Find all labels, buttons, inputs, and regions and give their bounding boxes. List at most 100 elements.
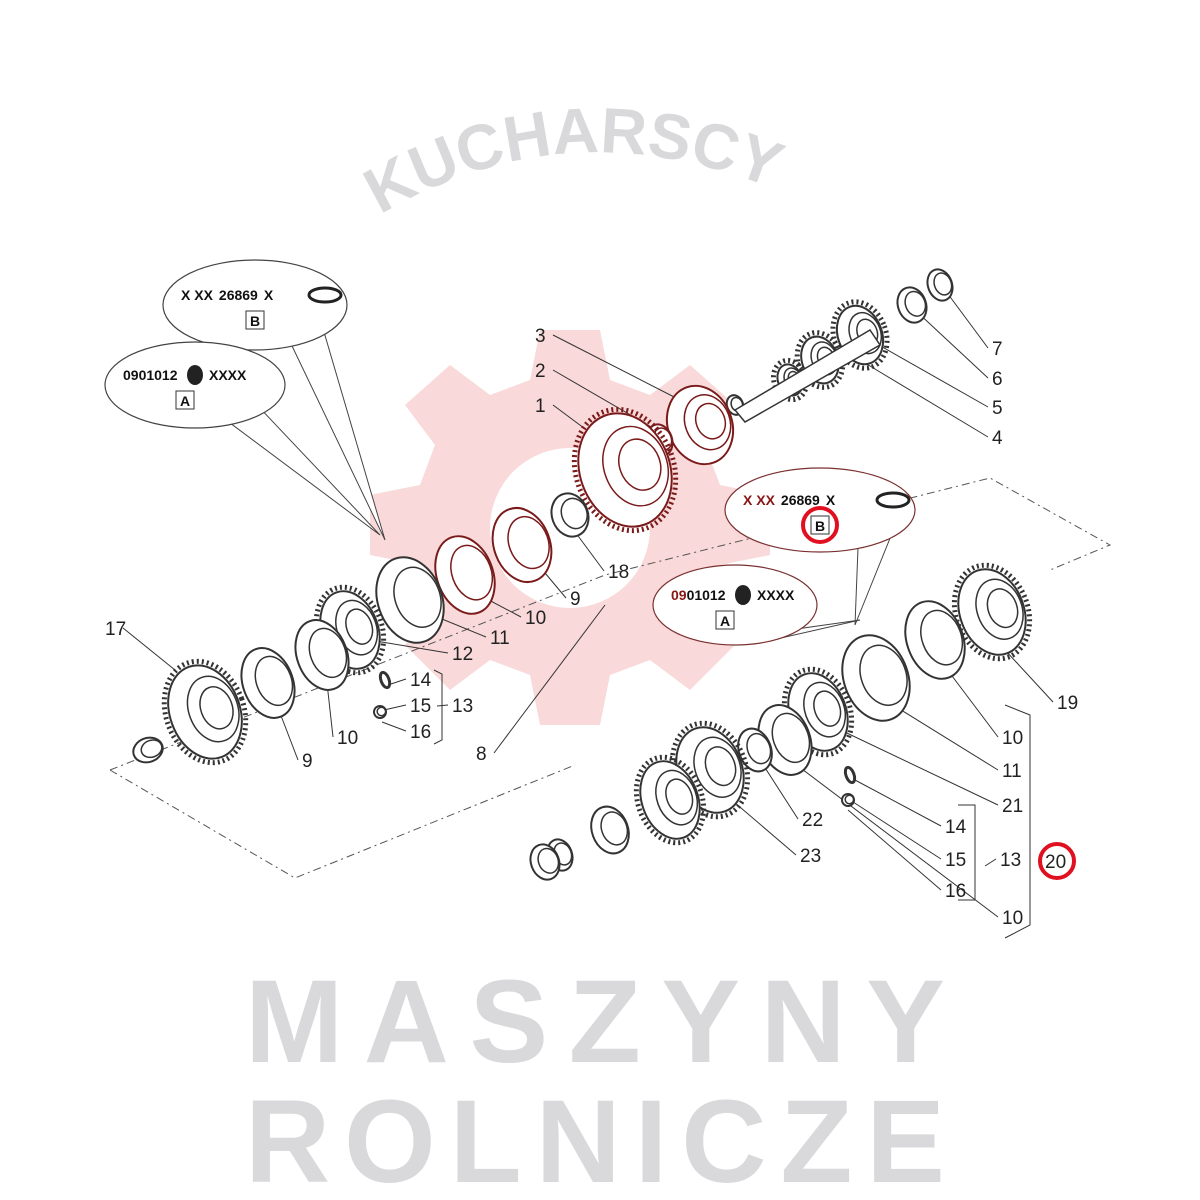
part-label-18: 18 [608, 562, 629, 583]
leader-line [859, 359, 989, 438]
part-ring [841, 793, 855, 807]
part-gear [571, 406, 679, 534]
part-spring [378, 670, 392, 690]
part-label-6: 6 [992, 369, 1003, 390]
part-sleeve [132, 736, 164, 764]
leader-line [552, 334, 681, 401]
part-label-21: 21 [1002, 796, 1023, 817]
highlight-circle [801, 506, 839, 544]
callout-tag: A [720, 613, 730, 629]
part-ring [737, 727, 773, 773]
snap-ring-icon [875, 491, 911, 509]
leader-line [849, 799, 942, 860]
highlight-circle [1038, 842, 1076, 880]
part-label-23: 23 [800, 846, 821, 867]
assembly-frames [109, 477, 1112, 879]
leader-line [381, 721, 407, 732]
part-ring [240, 647, 296, 719]
part-label-13: 13 [1000, 850, 1021, 871]
part-label-9: 9 [570, 589, 581, 610]
part-label-13: 13 [452, 696, 473, 717]
leader-line [854, 779, 942, 827]
part-label-16: 16 [945, 881, 966, 902]
leader-line [369, 639, 449, 654]
part-ring [926, 268, 954, 302]
leader-line [789, 759, 999, 918]
bracket-13 [433, 669, 443, 745]
leader-line [884, 699, 999, 771]
part-label-11: 11 [490, 628, 510, 649]
part-ring [373, 705, 387, 719]
leader-line [914, 309, 989, 379]
part-label-2: 2 [535, 361, 546, 382]
parts [132, 268, 1033, 881]
splined-ring-icon [187, 365, 203, 385]
leader-line [829, 724, 999, 806]
part-label-1: 1 [535, 396, 546, 417]
callout-tag: B [250, 313, 260, 329]
part-gear [633, 754, 707, 846]
callout-tag: A [180, 393, 190, 409]
callout-a: 0901012 XXXX A [652, 564, 861, 646]
part-ring [529, 843, 561, 881]
part-label-10: 10 [337, 728, 358, 749]
part-label-16: 16 [410, 722, 431, 743]
leader-line [493, 604, 606, 754]
leader-line [984, 858, 997, 867]
callout-code: 0901012 [671, 587, 726, 603]
part-ring [904, 600, 966, 680]
part-ring [491, 507, 553, 583]
part-label-15: 15 [410, 696, 431, 717]
part-label-14: 14 [945, 817, 967, 838]
part-label-7: 7 [992, 339, 1003, 360]
dashdot-frame-upper [109, 477, 1112, 771]
leader-line [869, 339, 989, 408]
callout-code: 0901012 [123, 367, 178, 383]
leader-line [759, 759, 799, 820]
part-label-4: 4 [992, 428, 1003, 449]
callout-suffix: XXXX [757, 587, 795, 603]
callout-suffix: XXXX [209, 367, 247, 383]
part-ring [896, 286, 928, 324]
part-label-11: 11 [1002, 761, 1022, 782]
part-label-5: 5 [992, 398, 1003, 419]
part-sleeve [590, 805, 630, 855]
leader-line [847, 809, 942, 891]
part-bearing [665, 384, 735, 466]
bracket-13 [958, 804, 976, 901]
part-label-14: 14 [410, 670, 432, 691]
part-gear [161, 658, 249, 766]
part-label-8: 8 [476, 744, 487, 765]
part-label-3: 3 [535, 326, 546, 347]
callout-a: 0901012 XXXX A [104, 341, 381, 536]
leader-line [122, 627, 176, 671]
part-label-10: 10 [525, 608, 546, 629]
part-spring [843, 765, 857, 785]
part-ring [841, 634, 911, 722]
leader-line [944, 289, 989, 349]
part-label-9: 9 [302, 751, 313, 772]
part-label-19: 19 [1057, 693, 1078, 714]
part-label-10: 10 [1002, 728, 1023, 749]
leader-line [383, 704, 407, 711]
part-ring [375, 556, 445, 644]
part-shaft [733, 328, 882, 423]
callout-tag: B [815, 518, 825, 534]
dashdot-frame-lower [109, 764, 576, 879]
bracket-20 [1004, 704, 1031, 939]
watermark-line1: MASZYNY [245, 956, 945, 1088]
part-label-12: 12 [452, 644, 473, 665]
leader-line [1004, 649, 1054, 703]
part-label-15: 15 [945, 850, 966, 871]
part-label-22: 22 [802, 810, 823, 831]
part-ring [294, 619, 350, 691]
watermark-arc-text: KUCHARSCY [352, 94, 792, 227]
